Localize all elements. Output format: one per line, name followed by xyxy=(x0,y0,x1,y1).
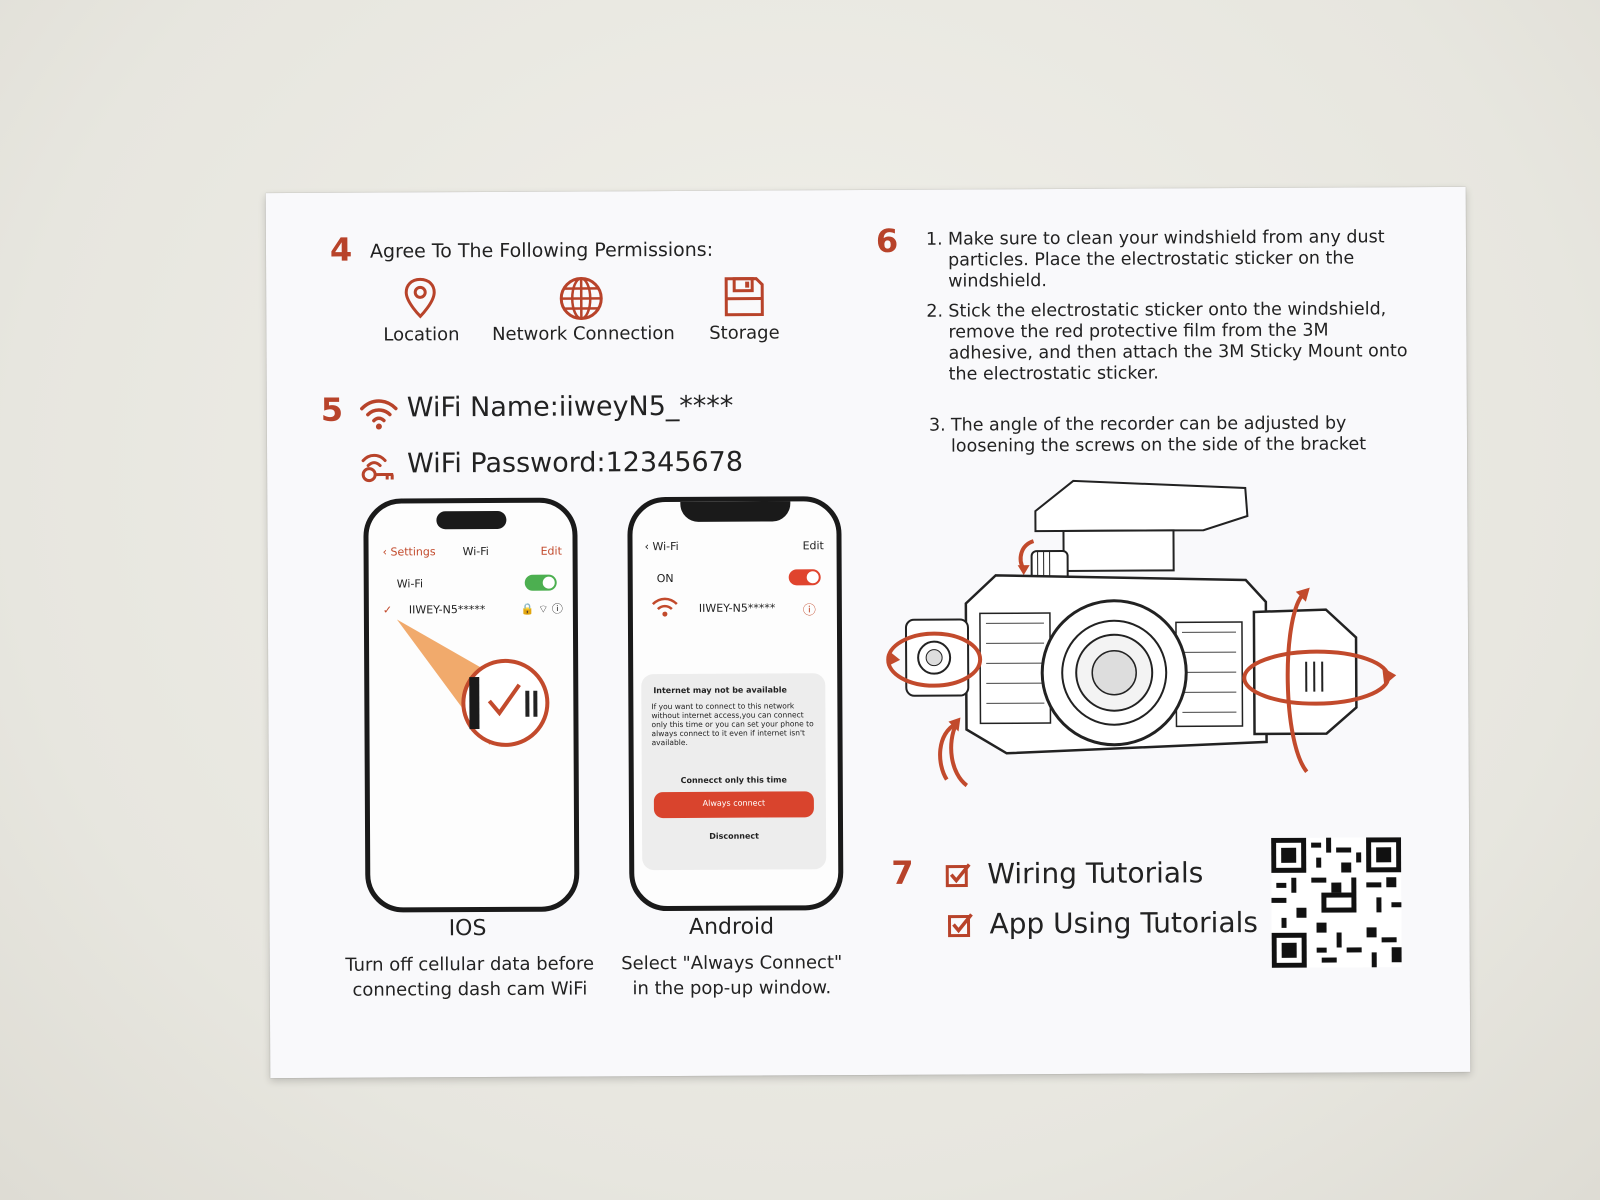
location-pin-icon xyxy=(404,277,436,319)
ios-check-icon: ✓ xyxy=(382,603,393,617)
floppy-disk-icon xyxy=(724,277,764,317)
android-option-once: Connecct only this time xyxy=(680,775,787,785)
android-edit: Edit xyxy=(802,539,824,553)
android-option-disconnect: Disconnect xyxy=(709,831,759,841)
android-dialog-body: If you want to connect to this network w… xyxy=(651,701,814,748)
android-phone-illustration: ‹ Wi-Fi Edit ON IIWEY-N5***** ⓘ Internet… xyxy=(627,496,844,912)
android-caption: Select "Always Connect" in the pop-up wi… xyxy=(621,952,843,1000)
ios-edit: Edit xyxy=(540,544,562,558)
dashcam-illustration xyxy=(886,479,1397,788)
ios-zoom-magnifier-icon xyxy=(396,619,550,747)
permission-location-label: Location xyxy=(383,324,460,346)
step6-item-2: 2.Stick the electrostatic sticker onto t… xyxy=(926,299,1408,385)
globe-icon xyxy=(559,276,603,320)
ios-back-settings: ‹ Settings xyxy=(382,545,436,559)
ios-caption: Turn off cellular data before connecting… xyxy=(345,953,595,1001)
wifi-name-text: WiFi Name:iiweyN5_**** xyxy=(406,390,734,424)
ios-wifi-label: Wi-Fi xyxy=(396,577,424,591)
android-on-label: ON xyxy=(656,572,674,586)
step6-item-3: 3.The angle of the recorder can be adjus… xyxy=(928,413,1367,457)
wiring-tutorials-text: Wiring Tutorials xyxy=(987,856,1204,891)
instruction-card: 4 Agree To The Following Permissions: Lo… xyxy=(265,186,1471,1079)
ios-phone-illustration: ‹ Settings Wi-Fi Edit Wi-Fi ✓ IIWEY-N5**… xyxy=(363,497,580,913)
android-dialog-title: Internet may not be available xyxy=(653,685,787,696)
ios-wifi-toggle xyxy=(524,574,557,591)
android-back-wifi: ‹ Wi-Fi xyxy=(644,539,679,554)
check-box-icon xyxy=(947,913,973,938)
android-help-icon: ⓘ xyxy=(802,603,816,619)
android-wifi-icon xyxy=(651,597,678,617)
step6-number: 6 xyxy=(875,221,899,260)
app-tutorials-text: App Using Tutorials xyxy=(989,905,1259,941)
permission-network-label: Network Connection xyxy=(492,323,675,345)
ios-title: Wi-Fi xyxy=(462,544,489,559)
step4-number: 4 xyxy=(329,230,353,269)
wifi-key-icon xyxy=(361,453,394,483)
permission-storage-label: Storage xyxy=(709,322,780,344)
ios-caption-title: IOS xyxy=(448,916,487,942)
android-caption-title: Android xyxy=(688,914,775,940)
step4-title: Agree To The Following Permissions: xyxy=(369,238,714,263)
check-box-icon xyxy=(945,863,971,888)
step5-number: 5 xyxy=(320,390,344,429)
android-dialog: Internet may not be available If you wan… xyxy=(641,673,827,871)
android-always-connect-button: Always connect xyxy=(653,791,814,819)
step6-item-1: 1.Make sure to clean your windshield fro… xyxy=(925,227,1385,292)
android-wifi-toggle xyxy=(788,569,821,586)
android-network-name: IIWEY-N5***** xyxy=(698,601,776,615)
ios-notch xyxy=(436,510,507,530)
step7-number: 7 xyxy=(891,853,914,892)
wifi-password-text: WiFi Password:12345678 xyxy=(407,446,744,480)
wifi-icon xyxy=(360,399,398,430)
qr-code-icon xyxy=(1271,837,1402,968)
android-notch xyxy=(680,501,791,522)
